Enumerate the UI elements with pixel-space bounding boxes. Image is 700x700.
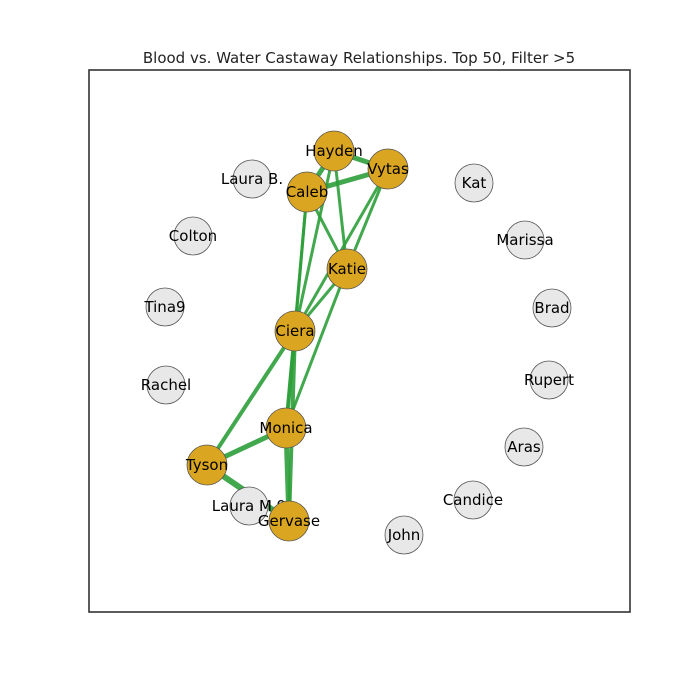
node-circle <box>274 310 316 352</box>
node-circle <box>454 163 494 203</box>
node-label: Aras <box>507 438 541 456</box>
node-colton: Colton <box>169 216 217 256</box>
node-label: Marissa <box>496 231 553 249</box>
node-label: Caleb <box>286 183 329 201</box>
node-label: Vytas <box>367 160 409 178</box>
node-label: Tina9 <box>143 298 185 316</box>
node-kat: Kat <box>454 163 494 203</box>
node-circle <box>532 288 572 328</box>
node-circle <box>313 130 355 172</box>
node-vytas: Vytas <box>367 148 409 190</box>
node-hayden: Hayden <box>305 130 363 172</box>
node-john: John <box>384 515 424 555</box>
node-rachel: Rachel <box>141 365 191 405</box>
graph-title: Blood vs. Water Castaway Relationships. … <box>143 49 575 67</box>
node-label: Katie <box>328 260 366 278</box>
node-monica: Monica <box>259 407 313 449</box>
node-circle <box>529 360 569 400</box>
node-circle <box>265 407 307 449</box>
node-laura_m: Laura M.9 <box>212 486 286 526</box>
edge-ciera-tyson <box>205 329 297 467</box>
node-caleb: Caleb <box>286 171 329 213</box>
node-circle <box>146 365 186 405</box>
node-circle <box>173 216 213 256</box>
node-circle <box>229 486 269 526</box>
node-label: Rupert <box>524 371 574 389</box>
node-tyson: Tyson <box>185 444 228 486</box>
node-aras: Aras <box>504 427 544 467</box>
node-ciera: Ciera <box>274 310 316 352</box>
node-label: Monica <box>259 419 312 437</box>
node-label: Tyson <box>185 456 228 474</box>
node-label: Colton <box>169 227 217 245</box>
node-label: Candice <box>443 491 503 509</box>
node-label: Gervase <box>258 512 320 530</box>
node-circle <box>367 148 409 190</box>
node-label: Laura M.9 <box>212 497 286 515</box>
node-circle <box>186 444 228 486</box>
node-circle <box>326 248 368 290</box>
node-label: Laura B. <box>221 170 283 188</box>
node-label: Rachel <box>141 376 191 394</box>
node-circle <box>268 500 310 542</box>
node-circle <box>145 287 185 327</box>
node-label: Ciera <box>275 322 314 340</box>
node-label: John <box>387 526 421 544</box>
node-gervase: Gervase <box>258 500 320 542</box>
node-rupert: Rupert <box>524 360 574 400</box>
node-label: Hayden <box>305 142 363 160</box>
node-circle <box>232 159 272 199</box>
node-laura_b: Laura B. <box>221 159 283 199</box>
node-candice: Candice <box>443 480 503 520</box>
node-marissa: Marissa <box>496 220 554 260</box>
node-label: Brad <box>534 299 569 317</box>
node-tina: Tina9 <box>143 287 186 327</box>
edge-hayden-ciera <box>293 150 336 332</box>
node-circle <box>286 171 328 213</box>
plot-frame <box>88 69 631 613</box>
node-katie: Katie <box>326 248 368 290</box>
node-circle <box>384 515 424 555</box>
node-label: Kat <box>462 174 487 192</box>
edge-katie-monica <box>284 268 349 429</box>
node-brad: Brad <box>532 288 572 328</box>
node-circle <box>453 480 493 520</box>
node-circle <box>505 220 545 260</box>
node-circle <box>504 427 544 467</box>
